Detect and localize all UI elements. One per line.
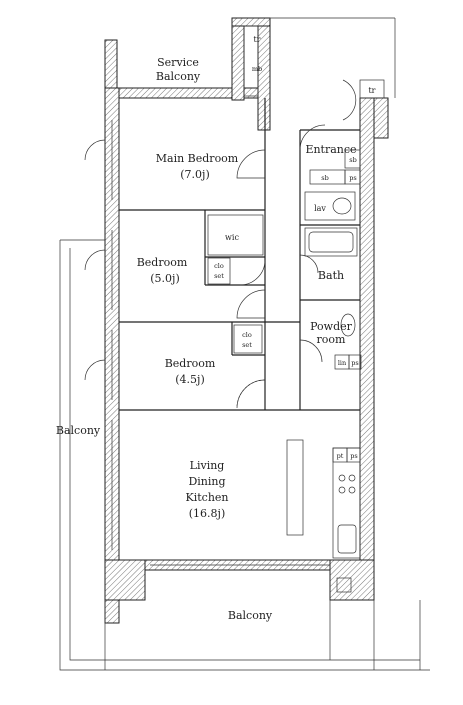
bedroom-2-size: (4.5j) xyxy=(175,373,205,386)
balcony-south-label: Balcony xyxy=(228,609,273,622)
windows xyxy=(111,120,330,566)
closet-1-label-1: clo xyxy=(214,262,224,270)
ldk-label-3: Kitchen xyxy=(186,491,229,504)
bedroom-1-label: Bedroom xyxy=(137,256,188,269)
main-bedroom-size: (7.0j) xyxy=(180,168,210,181)
sb-1-label: sb xyxy=(349,156,357,164)
balcony-west-label: Balcony xyxy=(56,424,101,437)
ldk-label-2: Dining xyxy=(188,475,225,488)
ps-1-label: ps xyxy=(349,174,357,182)
closet-2-label-1: clo xyxy=(242,331,252,339)
bedroom-1-size: (5.0j) xyxy=(150,272,180,285)
tr-top-label: tr xyxy=(253,35,260,44)
ps-3-label: ps xyxy=(350,452,358,460)
mb-label: mb xyxy=(252,65,262,73)
ps-2-label: ps xyxy=(351,359,359,367)
sb-2-label: sb xyxy=(321,174,329,182)
doors xyxy=(84,79,357,409)
room-labels: Service Balcony Main Bedroom (7.0j) Bedr… xyxy=(56,56,357,622)
powder-room-label-2: room xyxy=(317,333,347,346)
closet-2-label-2: set xyxy=(242,341,252,349)
lin-label: lin xyxy=(338,359,346,367)
pt-label: pt xyxy=(337,452,344,460)
bedroom-2-label: Bedroom xyxy=(165,357,216,370)
service-balcony-label-2: Balcony xyxy=(156,70,201,83)
wic-label: wic xyxy=(225,233,239,242)
ldk-size: (16.8j) xyxy=(189,507,226,520)
closet-1-label-2: set xyxy=(214,272,224,280)
fixture-labels: tr mb tr sb sb ps lav wic clo set clo se… xyxy=(214,35,376,460)
service-balcony-label-1: Service xyxy=(157,56,199,69)
ldk-label-1: Living xyxy=(190,459,225,472)
bath-label: Bath xyxy=(318,269,344,282)
lav-label: lav xyxy=(314,204,326,213)
entrance-label: Entrance xyxy=(305,143,356,156)
tr-right-label: tr xyxy=(368,86,375,95)
fixtures xyxy=(207,25,385,593)
balcony-railings xyxy=(59,17,430,671)
main-bedroom-label: Main Bedroom xyxy=(156,152,239,165)
powder-room-label-1: Powder xyxy=(310,320,353,333)
